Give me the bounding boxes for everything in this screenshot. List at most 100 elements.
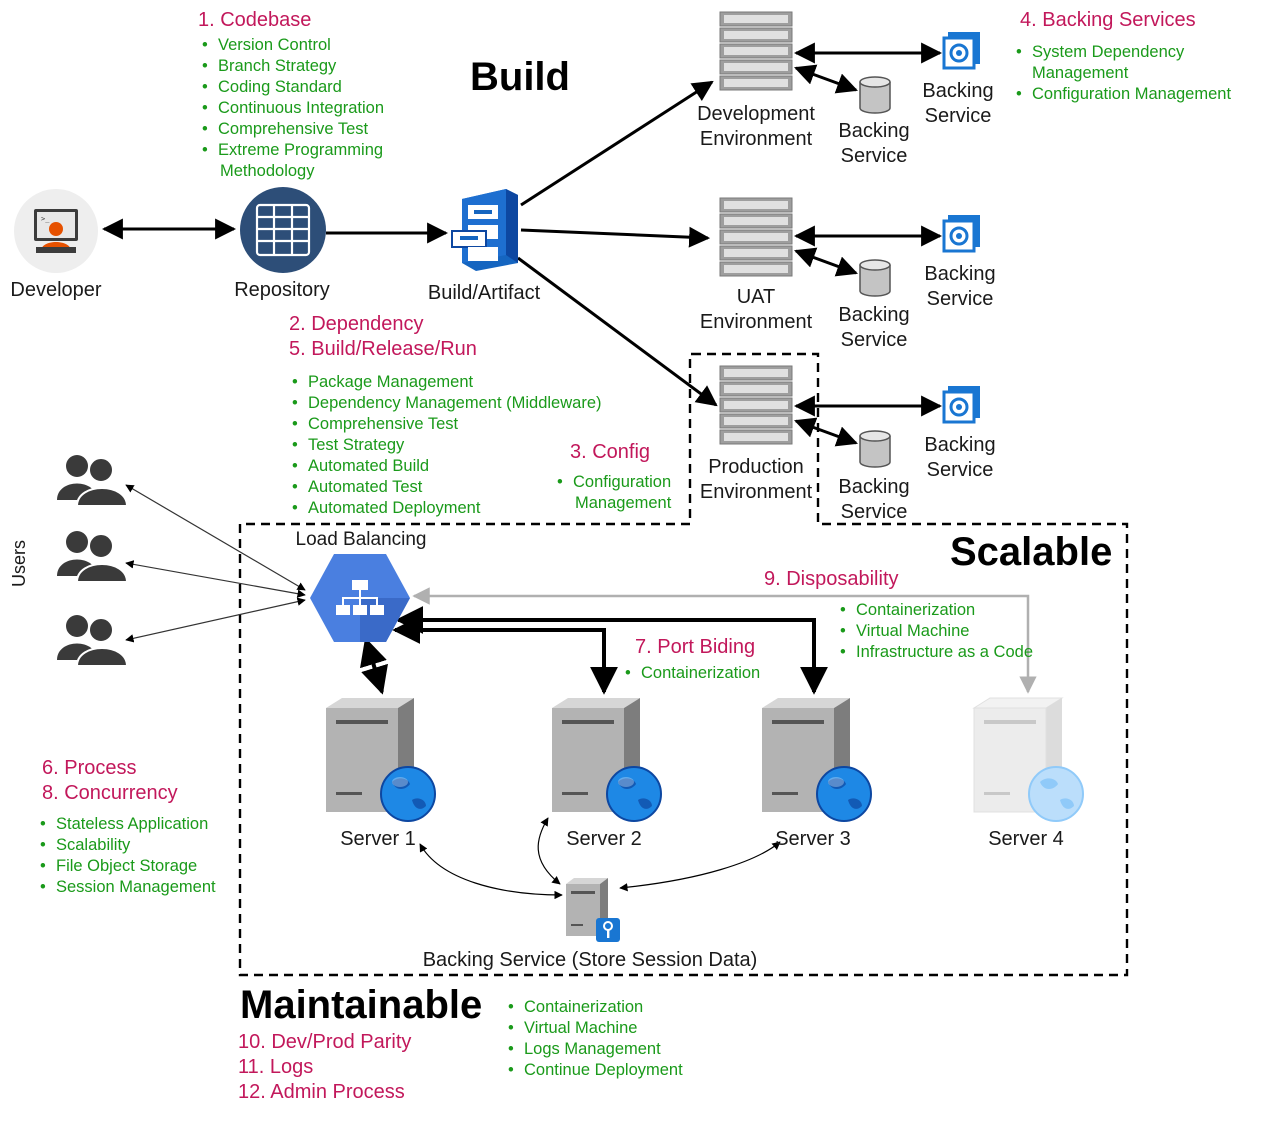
- list-item: Containerization: [838, 600, 1033, 621]
- list-item: Scalability: [38, 835, 216, 856]
- users-label: Users: [9, 539, 30, 588]
- list-item: Virtual Machine: [506, 1018, 683, 1039]
- users-icon: [55, 452, 129, 511]
- backing-service-label: Backing: [838, 476, 910, 498]
- list-item: Configuration: [555, 472, 671, 493]
- list-item: Dependency Management (Middleware): [290, 393, 602, 414]
- list-item: Branch Strategy: [200, 56, 384, 77]
- backing-service-label: Backing: [838, 120, 910, 142]
- disposability-list: Containerization Virtual Machine Infrast…: [838, 600, 1033, 663]
- database-icon: [859, 76, 891, 119]
- backing-service-label: Backing: [838, 304, 910, 326]
- developer-icon: >_: [14, 189, 98, 278]
- list-item: File Object Storage: [38, 856, 216, 877]
- prod-env-label-1: Production: [708, 456, 804, 478]
- dev-prod-parity-heading: 10. Dev/Prod Parity: [238, 1031, 412, 1053]
- dev-env-label-1: Development: [697, 103, 815, 125]
- backing-service-label: Backing: [924, 263, 996, 285]
- server2-label: Server 2: [566, 828, 642, 850]
- backing-service-label: Backing: [924, 434, 996, 456]
- port-binding-list: Containerization: [623, 663, 760, 684]
- disposability-heading: 9. Disposability: [764, 568, 899, 590]
- backing-service-blue-icon: [942, 384, 982, 429]
- dependency-heading: 2. Dependency: [289, 313, 424, 335]
- build-prod-arrow: [517, 256, 718, 407]
- prod-server-rack-icon: [716, 364, 796, 455]
- uat-env-label-2: Environment: [699, 311, 813, 333]
- list-item: Containerization: [506, 997, 683, 1018]
- backing-service-label: Service: [840, 329, 908, 351]
- config-item-continued: Management: [575, 494, 672, 512]
- backing-service-blue-icon: [942, 30, 982, 75]
- list-item: Package Management: [290, 372, 602, 393]
- admin-process-heading: 12. Admin Process: [238, 1081, 405, 1103]
- list-item: Continuous Integration: [200, 98, 384, 119]
- dev-server-rack-icon: [716, 10, 796, 101]
- backing-services-heading: 4. Backing Services: [1020, 9, 1196, 31]
- concurrency-heading: 8. Concurrency: [42, 782, 178, 804]
- build-uat-arrow: [520, 226, 711, 248]
- server-globe-icon: [322, 696, 438, 831]
- build-release-run-heading: 5. Build/Release/Run: [289, 338, 477, 360]
- codebase-list: Version Control Branch Strategy Coding S…: [200, 35, 384, 161]
- backing-services-list: System Dependency: [1014, 42, 1184, 63]
- list-item: Extreme Programming: [200, 140, 384, 161]
- backing-service-label: Service: [926, 288, 994, 310]
- list-item: Stateless Application: [38, 814, 216, 835]
- port-binding-heading: 7. Port Biding: [635, 636, 756, 658]
- users-icon: [55, 528, 129, 587]
- build-title: Build: [470, 55, 570, 99]
- backing-service-label: Service: [840, 145, 908, 167]
- backing-service-label: Service: [924, 105, 992, 127]
- session-store-label: Backing Service (Store Session Data): [422, 949, 758, 971]
- load-balancer-icon: [308, 552, 412, 649]
- server3-label: Server 3: [775, 828, 851, 850]
- prod-env-label-2: Environment: [699, 481, 813, 503]
- developer-label: Developer: [10, 279, 102, 301]
- process-list: Stateless Application Scalability File O…: [38, 814, 216, 898]
- server-globe-icon: [548, 696, 664, 831]
- process-heading: 6. Process: [42, 757, 137, 779]
- database-icon: [859, 259, 891, 302]
- server-key-icon: [560, 876, 624, 949]
- users-icon: [55, 612, 129, 671]
- backing-service-label: Service: [926, 459, 994, 481]
- backing-services-item-continued: Management: [1032, 64, 1129, 82]
- server4-label: Server 4: [988, 828, 1064, 850]
- svg-text:>_: >_: [41, 215, 50, 223]
- dependency-list: Package Management Dependency Management…: [290, 372, 602, 519]
- list-item: Version Control: [200, 35, 384, 56]
- list-item: System Dependency: [1014, 42, 1184, 63]
- server1-label: Server 1: [340, 828, 416, 850]
- build-dev-arrow: [520, 80, 714, 207]
- list-item: Continue Deployment: [506, 1060, 683, 1081]
- list-item: Automated Build: [290, 456, 602, 477]
- list-item: Comprehensive Test: [200, 119, 384, 140]
- config-list: Configuration: [555, 472, 671, 493]
- database-icon: [859, 430, 891, 473]
- list-item: Configuration Management: [1014, 84, 1231, 105]
- list-item: Comprehensive Test: [290, 414, 602, 435]
- list-item: Automated Deployment: [290, 498, 602, 519]
- maintainable-title: Maintainable: [240, 983, 483, 1027]
- repository-icon: [240, 187, 326, 278]
- backing-service-label: Service: [840, 501, 908, 523]
- server-globe-icon: [758, 696, 874, 831]
- load-balancing-label: Load Balancing: [295, 529, 427, 550]
- logs-heading: 11. Logs: [238, 1056, 314, 1078]
- list-item: Logs Management: [506, 1039, 683, 1060]
- dev-env-label-2: Environment: [699, 128, 813, 150]
- scalable-title: Scalable: [950, 530, 1113, 574]
- build-artifact-label: Build/Artifact: [427, 282, 541, 304]
- list-item: Session Management: [38, 877, 216, 898]
- backing-service-blue-icon: [942, 213, 982, 258]
- list-item: Test Strategy: [290, 435, 602, 456]
- list-item: Containerization: [623, 663, 760, 684]
- repository-label: Repository: [234, 279, 330, 301]
- uat-env-label-1: UAT: [736, 286, 776, 308]
- list-item: Virtual Machine: [838, 621, 1033, 642]
- codebase-heading: 1. Codebase: [198, 9, 312, 31]
- list-item: Automated Test: [290, 477, 602, 498]
- uat-server-rack-icon: [716, 196, 796, 287]
